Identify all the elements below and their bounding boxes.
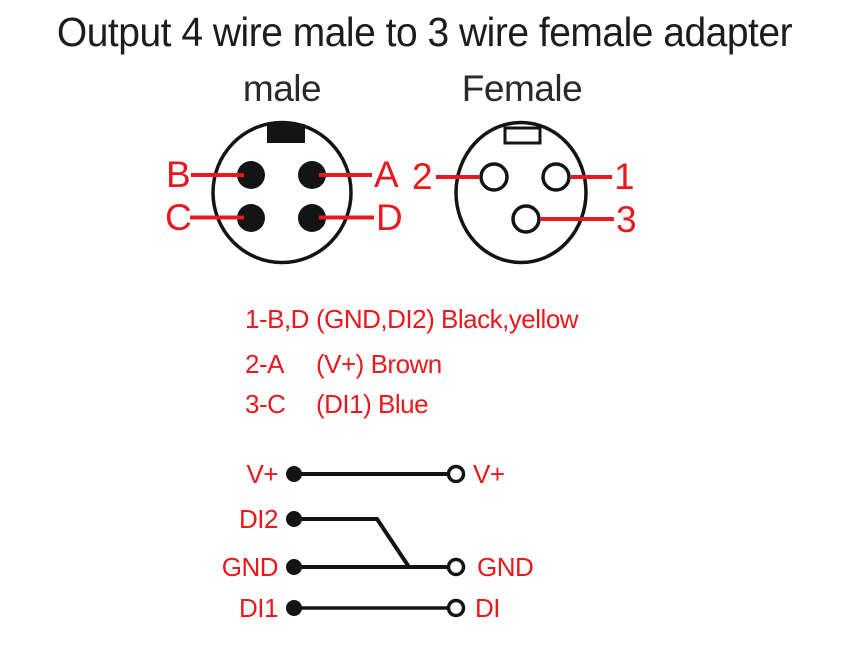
female-connector-label: Female [461,68,583,109]
schematic-left-label-vplus: V+ [246,459,278,489]
male-keying-notch [267,124,305,143]
wire-di2-to-gnd [294,517,411,569]
male-pin-d [298,204,326,232]
schematic-right-label-gnd: GND [477,552,534,582]
terminal-ring-di [446,598,466,618]
schematic-right-label-di: DI [475,593,501,623]
legend-signal-color: (DI1) Blue [316,389,429,419]
female-keying-notch [503,126,542,145]
legend-pin-map: 1-B,D [245,304,309,334]
legend-pin-map: 3-C [245,389,286,419]
schematic-left-label-di2: DI2 [239,504,278,534]
female-hole-2 [479,162,509,192]
male-pin-label-a: A [374,154,399,195]
terminal-dot-gnd [286,559,302,575]
male-pin-c [237,204,265,232]
schematic-left-label-gnd: GND [221,552,279,582]
page-title: Output 4 wire male to 3 wire female adap… [56,9,793,55]
female-pin-label-1: 1 [614,156,635,197]
wiring-schematic-drawing [286,464,466,618]
female-pin-label-3: 3 [616,199,637,240]
legend-signal-color: (V+) Brown [316,349,442,379]
male-connector-label: male [242,68,322,109]
male-pin-a [298,161,326,189]
female-hole-1 [541,162,571,192]
male-pin-label-d: D [376,197,403,238]
male-connector-drawing [190,120,374,265]
female-pin-label-2: 2 [412,156,433,197]
legend-signal-color: (GND,DI2) Black,yellow [316,304,579,334]
terminal-ring-vplus [446,464,466,484]
schematic-left-label-di1: DI1 [239,593,278,623]
terminal-dot-vplus [286,466,302,482]
terminal-dot-di1 [286,600,302,616]
male-pin-label-b: B [166,154,191,195]
legend-row: 2-A (V+) Brown [245,351,442,377]
legend-pin-map: 2-A [245,349,284,379]
legend-row: 1-B,D(GND,DI2) Black,yellow [245,304,579,334]
male-pin-b [237,161,265,189]
male-pin-label-c: C [165,197,192,238]
legend-row: 3-C (DI1) Blue [245,389,429,419]
female-hole-3 [511,204,541,234]
schematic-right-label-vplus: V+ [473,459,505,489]
female-connector-drawing [436,120,614,265]
terminal-dot-di2 [286,511,302,527]
terminal-ring-gnd [446,557,466,577]
